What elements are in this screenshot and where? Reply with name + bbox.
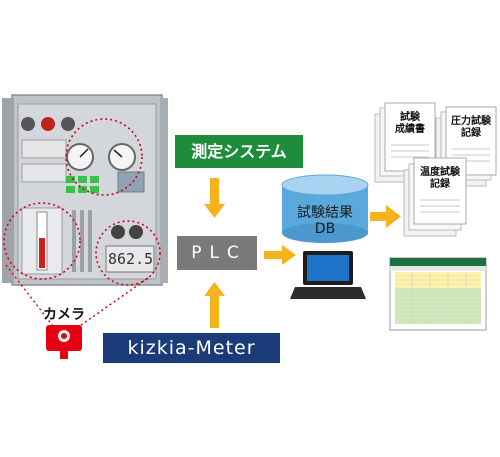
- laptop-icon: [290, 251, 366, 299]
- db-label-line2: DB: [314, 221, 336, 237]
- plc-box: PLC: [177, 236, 257, 270]
- database-icon: [281, 174, 369, 243]
- control-panel: [2, 94, 168, 286]
- flow-arrows: [204, 178, 401, 328]
- focus-circles: [3, 118, 161, 286]
- doc-label-test-report-line2: 成績書: [395, 124, 425, 135]
- doc-label-temperature-line1: 温度試験: [420, 167, 460, 178]
- doc-label-test-report-line1: 試験: [400, 112, 420, 123]
- kizkia-meter-box: kizkia-Meter: [103, 333, 280, 363]
- db-label-line1: 試験結果: [297, 205, 353, 221]
- doc-label-temperature: 温度試験 記録: [414, 167, 466, 191]
- doc-label-temperature-line2: 記録: [430, 179, 450, 190]
- measurement-system-box: 測定システム: [175, 135, 303, 168]
- panel-digital-readout: 862.5: [108, 250, 154, 268]
- doc-label-pressure: 圧力試験 記録: [446, 116, 496, 140]
- doc-label-pressure-line2: 記録: [461, 128, 481, 139]
- camera-icon: [46, 325, 82, 359]
- document-icon-temperature: [403, 157, 467, 237]
- db-label: 試験結果 DB: [285, 205, 365, 237]
- camera-sightlines: [5, 264, 149, 331]
- doc-label-pressure-line1: 圧力試験: [451, 116, 491, 127]
- camera-label: カメラ: [43, 307, 85, 323]
- document-icon-test-report: [374, 102, 436, 183]
- spreadsheet-icon: [389, 257, 487, 331]
- doc-label-test-report: 試験 成績書: [389, 112, 431, 136]
